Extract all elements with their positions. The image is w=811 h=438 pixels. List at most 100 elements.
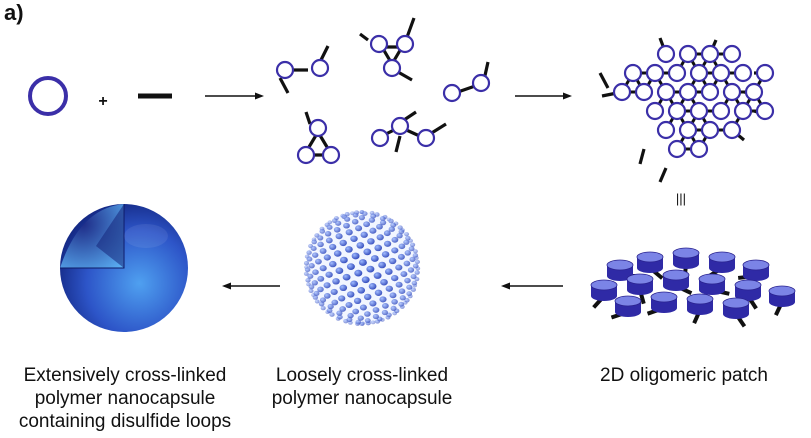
bead [330, 288, 338, 295]
disk-bottom [627, 285, 653, 295]
bead [379, 216, 386, 222]
bead [312, 252, 319, 258]
disk-bottom [743, 271, 769, 281]
bead [304, 267, 311, 273]
bead [329, 312, 335, 317]
caption-loose-line2: polymer nanocapsule [271, 388, 453, 409]
disk-side [769, 291, 795, 302]
linker-bar [638, 148, 646, 165]
bead [379, 296, 387, 303]
bead [357, 287, 366, 294]
bead [319, 248, 327, 254]
bead [343, 222, 350, 229]
ring-node [700, 120, 720, 140]
assembly-arrow [501, 282, 563, 290]
disk-side [743, 265, 769, 276]
caption-extensive-line1: Extensively cross-linked [23, 365, 227, 386]
bead [381, 309, 389, 316]
disk-side [637, 257, 663, 268]
bead [414, 259, 421, 265]
ring-node [733, 101, 753, 121]
bead [308, 263, 315, 269]
disk-top [626, 273, 654, 285]
ring-node [395, 34, 415, 54]
disk-bottom [723, 309, 749, 319]
bead [406, 291, 413, 297]
ring-node [471, 73, 491, 93]
bead [395, 264, 403, 271]
disk-side [673, 253, 699, 264]
bead [390, 222, 397, 228]
bead [391, 247, 399, 254]
bead [319, 228, 326, 234]
ring-node [645, 63, 665, 83]
linker-bar [598, 72, 610, 89]
disk-top [662, 269, 690, 281]
disk-side [607, 265, 633, 276]
bead [381, 251, 390, 258]
bead [370, 255, 379, 262]
bead [360, 231, 368, 238]
ring-node [689, 63, 709, 83]
bead [308, 284, 315, 290]
bead [398, 229, 405, 235]
bead [317, 286, 324, 293]
disk-top [708, 251, 736, 263]
oligomeric-patch-icon [590, 247, 796, 328]
bead [314, 299, 320, 304]
bead [399, 295, 406, 301]
disk-top [614, 295, 642, 307]
disk-bottom [663, 281, 689, 291]
equivalence-symbol: ||| [676, 191, 686, 206]
bead [359, 304, 367, 311]
bead [368, 283, 377, 290]
ring-node [722, 44, 742, 64]
bead [332, 278, 340, 285]
disk-bottom [651, 303, 677, 313]
bead [346, 317, 353, 323]
bead [345, 229, 353, 236]
bead [406, 284, 413, 290]
bead [410, 287, 416, 292]
bead [364, 318, 371, 324]
disk-side [735, 285, 761, 296]
disk-side [687, 299, 713, 310]
disk-top [742, 259, 770, 271]
bead [303, 271, 309, 276]
disk-bottom [673, 259, 699, 269]
disk-top [734, 279, 762, 291]
bead [366, 265, 375, 273]
disk-bottom [687, 305, 713, 315]
bead [308, 288, 314, 294]
disk-bottom [615, 307, 641, 317]
disk-side [663, 275, 689, 286]
oligomer-fragments [275, 17, 491, 165]
bead [385, 285, 393, 292]
bead [368, 217, 376, 223]
bead [385, 268, 393, 275]
cross-linked-nanocapsule-icon [60, 204, 188, 332]
bead [312, 295, 319, 300]
bead [319, 265, 327, 272]
bead [313, 290, 320, 296]
linker-bar [359, 32, 369, 42]
disk-top [698, 273, 726, 285]
bead [353, 297, 362, 305]
bead [412, 253, 419, 258]
disk-bottom [607, 271, 633, 281]
bead [347, 312, 354, 319]
bead [319, 297, 327, 303]
bead [305, 278, 311, 283]
bead [335, 267, 344, 274]
bead [310, 245, 317, 252]
bead [408, 246, 415, 252]
bead [339, 284, 348, 292]
ring-node [689, 139, 709, 159]
bead [324, 231, 332, 237]
bead [329, 243, 337, 250]
bead [364, 311, 371, 317]
disk-side [651, 297, 677, 308]
bead [317, 241, 324, 248]
bead [325, 237, 333, 244]
bead [351, 218, 359, 225]
